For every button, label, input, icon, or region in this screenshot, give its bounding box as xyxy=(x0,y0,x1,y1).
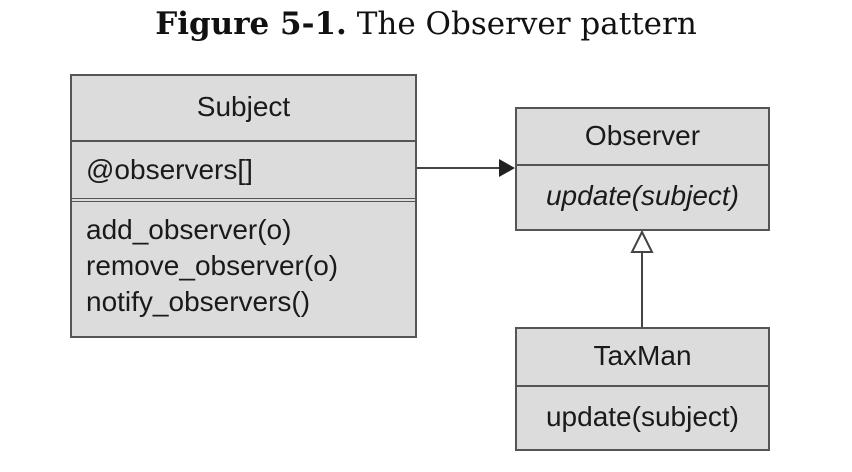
observer-class-name: Observer xyxy=(584,120,701,151)
subject-op-add-observer: add_observer(o) xyxy=(86,214,292,245)
subject-attributes: @observers[] xyxy=(72,140,415,198)
subject-attribute-observers: @observers[] xyxy=(86,154,253,185)
figure-title: The Observer pattern xyxy=(356,6,697,42)
taxman-class-box: TaxMan update(subject) xyxy=(515,327,770,451)
taxman-operations: update(subject) xyxy=(517,385,768,435)
figure-caption: Figure 5-1. The Observer pattern xyxy=(0,6,852,42)
taxman-class-name: TaxMan xyxy=(593,340,692,371)
subject-op-remove-observer: remove_observer(o) xyxy=(86,250,339,281)
observer-operations: update(subject) xyxy=(517,164,768,214)
subject-op-notify-observers: notify_observers() xyxy=(86,286,311,317)
generalization-arrowhead xyxy=(630,229,654,253)
observer-op-update: update(subject) xyxy=(545,180,739,211)
subject-operations: add_observer(o) remove_observer(o) notif… xyxy=(72,198,415,320)
association-arrowhead xyxy=(499,159,515,177)
observer-class-box: Observer update(subject) xyxy=(515,107,770,231)
taxman-op-update: update(subject) xyxy=(545,401,739,432)
subject-class-name: Subject xyxy=(196,91,291,122)
subject-class-box: Subject @observers[] add_observer(o) rem… xyxy=(70,74,417,338)
figure-label: Figure 5-1. xyxy=(155,6,347,42)
